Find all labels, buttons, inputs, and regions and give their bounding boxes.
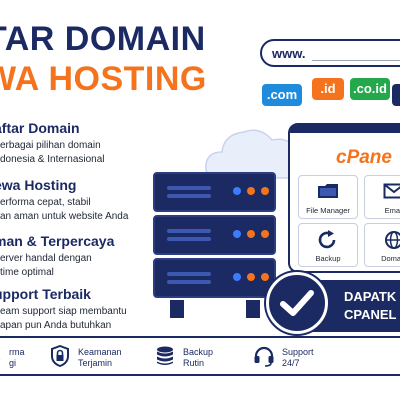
bottom-feature-text: Keamanan Terjamin xyxy=(78,347,122,369)
cta-label: DAPATK CPANEL xyxy=(344,288,396,324)
server-led-orange xyxy=(247,187,255,195)
cta-line-2: CPANEL xyxy=(344,307,397,322)
cta-line-1: DAPATK xyxy=(344,289,397,304)
feature-desc-1: eam support siap membantu xyxy=(0,306,127,317)
tile-label: Domain xyxy=(381,254,400,263)
bottom-feature-text: Backup Rutin xyxy=(183,347,213,369)
checkmark-badge xyxy=(266,272,328,334)
tile-label: Backup xyxy=(315,254,341,263)
bottom-feature-line-1: Support xyxy=(282,347,314,357)
bottom-feature-line-2: gi xyxy=(9,358,17,368)
tile-backup[interactable]: Backup xyxy=(298,223,358,267)
feature-domain: aftar Domain erbagai pilihan domain done… xyxy=(0,120,105,167)
database-icon xyxy=(154,345,176,367)
server-led-orange xyxy=(261,273,269,281)
feature-desc-2: apan pun Anda butuhkan xyxy=(0,320,112,331)
server-slot xyxy=(167,194,211,198)
bottom-features-bar xyxy=(0,336,400,376)
server-rack-leg xyxy=(246,300,260,318)
tile-file-manager[interactable]: File Manager xyxy=(298,175,358,219)
cpanel-window: cPane File Manager Email Backup Domain xyxy=(288,123,400,273)
server-slot xyxy=(167,272,211,276)
feature-desc-1: erver handal dengan xyxy=(0,253,92,264)
bottom-feature-line-2: Terjamin xyxy=(78,358,113,368)
server-led-blue xyxy=(233,273,241,281)
headline-line-2: WA HOSTING xyxy=(0,60,207,98)
bottom-feature-line-2: Rutin xyxy=(183,358,205,368)
server-led-blue xyxy=(233,230,241,238)
folder-icon xyxy=(299,182,357,205)
tile-email[interactable]: Email xyxy=(364,175,400,219)
feature-desc-1: erforma cepat, stabil xyxy=(0,197,91,208)
domain-search-bar[interactable]: www. xyxy=(260,39,400,67)
server-slot xyxy=(167,229,211,233)
backup-arrow-icon xyxy=(299,230,357,255)
server-led-orange xyxy=(261,187,269,195)
feature-desc-1: erbagai pilihan domain xyxy=(0,140,101,151)
bottom-feature-text: Support 24/7 xyxy=(282,347,314,369)
url-prefix: www. xyxy=(272,46,306,61)
tld-badge-co-id: .co.id xyxy=(350,78,390,100)
tile-domain[interactable]: Domain xyxy=(364,223,400,267)
server-slot xyxy=(167,237,211,241)
tld-badge-id: .id xyxy=(312,78,344,100)
window-titlebar xyxy=(290,125,400,133)
tile-label: Email xyxy=(384,206,400,215)
headline-line-1: TAR DOMAIN xyxy=(0,20,206,58)
bottom-feature-line-1: Backup xyxy=(183,347,214,357)
server-led-blue xyxy=(233,187,241,195)
feature-hosting: ewa Hosting erforma cepat, stabil an ama… xyxy=(0,177,128,224)
server-unit-3 xyxy=(153,258,276,298)
cpanel-logo: cPane xyxy=(336,147,392,168)
feature-title: aftar Domain xyxy=(0,120,80,136)
server-led-orange xyxy=(247,230,255,238)
feature-desc-2: an aman untuk website Anda xyxy=(0,211,129,222)
checkmark-icon xyxy=(280,290,314,316)
bottom-feature-line-1: Keamanan xyxy=(78,347,122,357)
tile-label: File Manager xyxy=(306,206,350,215)
server-rack-leg xyxy=(170,300,184,318)
bottom-feature-line-2: 24/7 xyxy=(282,358,300,368)
feature-title: ewa Hosting xyxy=(0,177,77,193)
server-unit-2 xyxy=(153,215,276,255)
feature-title: upport Terbaik xyxy=(0,286,91,302)
server-unit-1 xyxy=(153,172,276,212)
server-led-orange xyxy=(261,230,269,238)
server-slot xyxy=(167,280,211,284)
headset-icon xyxy=(253,345,275,367)
feature-desc-2: time optimal xyxy=(0,267,54,278)
speed-icon xyxy=(0,345,2,367)
feature-secure: man & Terpercaya erver handal dengan tim… xyxy=(0,233,114,280)
bottom-feature-text: rma gi xyxy=(9,347,25,369)
server-led-orange xyxy=(247,273,255,281)
url-input-line xyxy=(312,60,400,61)
feature-title: man & Terpercaya xyxy=(0,233,115,249)
tld-badge-extra: .n xyxy=(392,84,400,106)
feature-support: upport Terbaik eam support siap membantu… xyxy=(0,286,127,333)
envelope-icon xyxy=(365,182,400,205)
feature-desc-2: donesia & Internasional xyxy=(0,154,105,165)
bottom-feature-line-1: rma xyxy=(9,347,25,357)
server-slot xyxy=(167,186,211,190)
tld-badge-com: .com xyxy=(262,84,302,106)
globe-icon xyxy=(365,230,400,255)
lock-shield-icon xyxy=(49,344,71,368)
